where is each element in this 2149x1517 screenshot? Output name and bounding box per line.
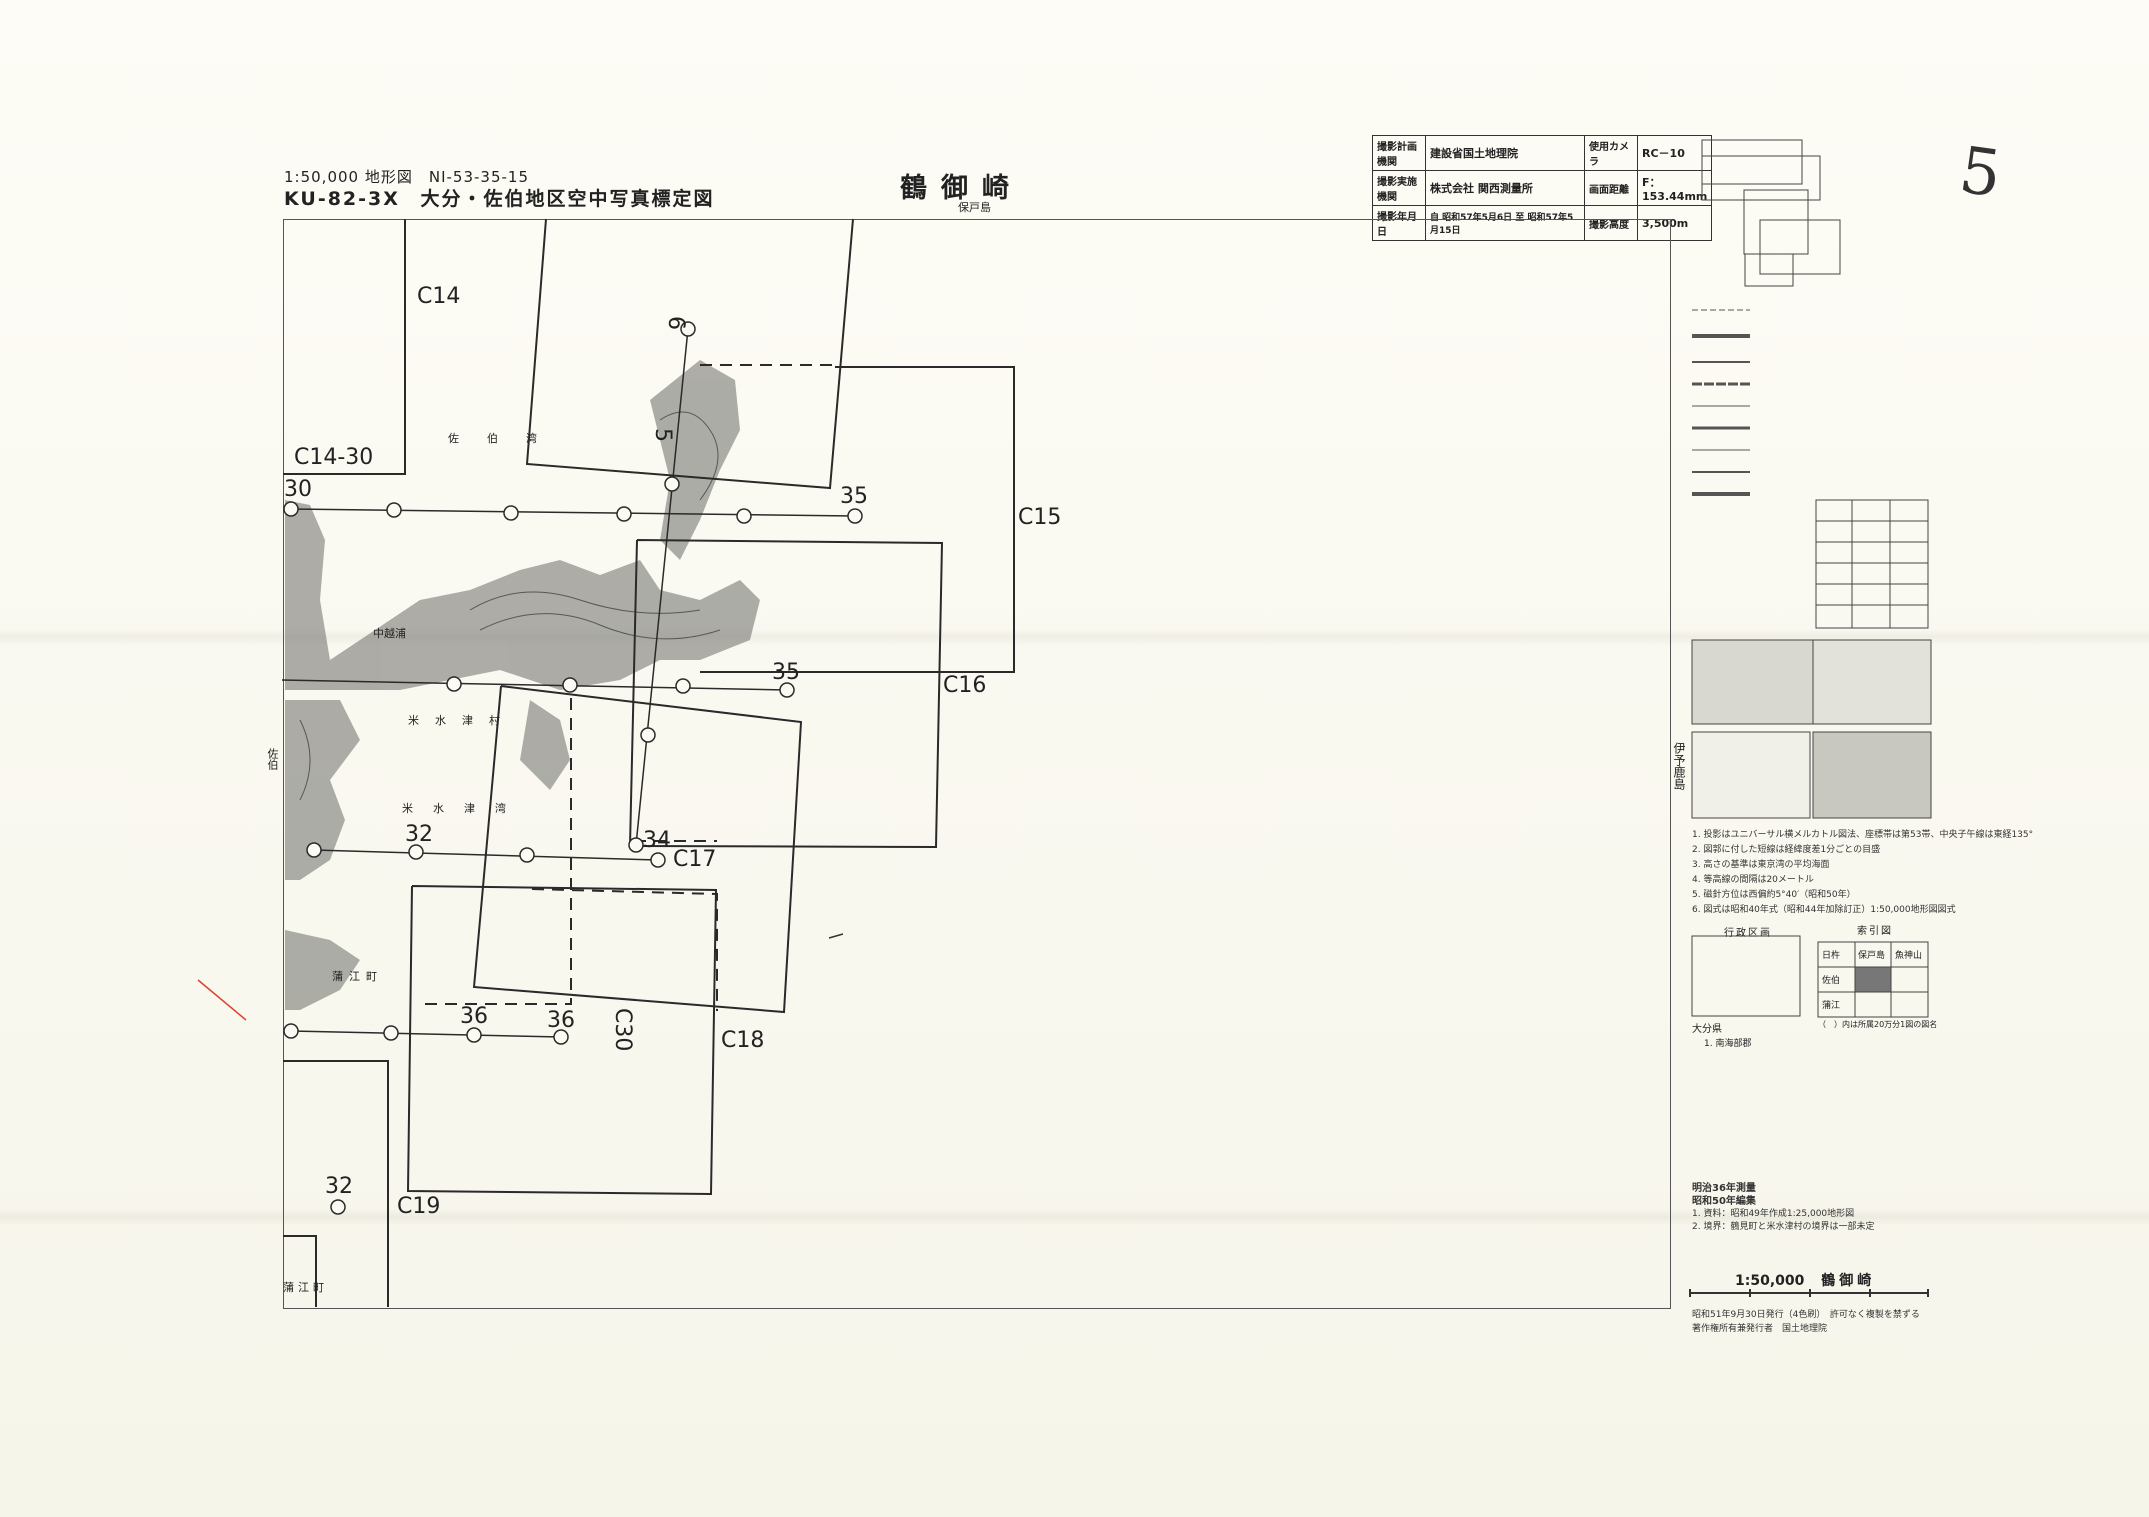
course-label-c14: C14	[417, 284, 461, 309]
scale-sheet-name: 鶴御崎	[1821, 1273, 1876, 1289]
pen-mark	[828, 933, 844, 939]
course-label-c14-30: C14-30	[294, 445, 374, 470]
oita-sub: 1. 南海部郡	[1704, 1039, 1752, 1049]
course-label-c19: C19	[397, 1194, 441, 1219]
index-cell: 佐伯	[1822, 976, 1841, 986]
survey-line: 昭和50年編集	[1692, 1196, 1756, 1207]
course-label-c30: C30	[610, 1008, 635, 1052]
publication-info: 昭和51年9月30日発行（4色刷） 許可なく複製を禁ずる 著作権所有兼発行者 国…	[1692, 1308, 1920, 1336]
note: 6. 図式は昭和40年式（昭和44年加除訂正）1:50,000地形図図式	[1692, 905, 1956, 915]
photo-footprints	[283, 218, 1015, 1307]
photo-number: 30	[284, 477, 312, 502]
index-cell: 魚神山	[1895, 951, 1923, 961]
flight-lines	[281, 328, 856, 1038]
map-title: 鶴御崎	[900, 173, 1023, 204]
scale-label: 1:50,000 鶴御崎	[1735, 1270, 1875, 1290]
land-mass	[285, 360, 760, 1010]
photo-number: 35	[772, 660, 800, 685]
map-notes: 1. 投影はユニバーサル横メルカトル図法、座標帯は第53帯、中央子午線は東経13…	[1692, 828, 2033, 918]
area-title: 大分・佐伯地区空中写真標定図	[420, 188, 715, 210]
note: 1. 投影はユニバーサル横メルカトル図法、座標帯は第53帯、中央子午線は東経13…	[1692, 830, 2034, 840]
example-panels	[1691, 639, 1932, 819]
survey-info: 明治36年測量 昭和50年編集 1. 資料：昭和49年作成1:25,000地形図…	[1692, 1182, 1874, 1234]
legend-symbols	[1692, 309, 1750, 496]
place-saeki-wan: 佐伯湾	[448, 432, 565, 445]
place-nakakoshi: 中越浦	[373, 627, 406, 640]
place-yonouzu: 米水津村	[408, 714, 516, 727]
place-kamae-2: 蒲江町	[283, 1281, 328, 1294]
index-cell: 蒲江	[1822, 1001, 1841, 1011]
info-value: RC－10	[1636, 135, 1713, 171]
scale-ratio: 1:50,000	[1735, 1273, 1805, 1289]
note: 4. 等高線の間隔は20メートル	[1692, 875, 1814, 885]
course-label-c17: C17	[673, 847, 717, 872]
photo-number: 36	[460, 1004, 488, 1029]
index-note: （ ）内は所属20万分1図の図名	[1818, 1020, 1938, 1029]
photo-number: 6	[663, 316, 688, 330]
info-value: 3,500m	[1636, 205, 1713, 241]
course-label-c18: C18	[721, 1028, 765, 1053]
admin-index-boxes	[1691, 935, 1929, 1018]
course-label-c16: C16	[943, 673, 987, 698]
photo-info-table: 撮影計画機関 建設省国土地理院 使用カメラ RC－10 撮影実施機関 株式会社 …	[1372, 135, 1713, 241]
contour-lines	[299, 411, 721, 801]
legend-table	[1815, 499, 1929, 629]
index-title: 索引図	[1857, 926, 1893, 937]
oita-label: 大分県	[1692, 1024, 1722, 1035]
adjacent-grid	[1701, 139, 1841, 287]
publication-line: 著作権所有兼発行者 国土地理院	[1692, 1324, 1828, 1334]
photo-centers	[283, 321, 863, 1215]
survey-note: 1. 資料：昭和49年作成1:25,000地形図	[1692, 1209, 1855, 1219]
photo-number: 34	[643, 828, 671, 853]
place-iyo: 伊予鹿島	[1672, 742, 1686, 790]
place-saeki: 佐伯	[266, 748, 279, 770]
fold-line	[0, 1208, 2149, 1226]
photo-number: 32	[405, 822, 433, 847]
index-cell: 保戸島	[1858, 951, 1886, 961]
photo-number: 32	[325, 1174, 353, 1199]
index-cell: 日杵	[1822, 951, 1841, 961]
place-yonouzu-wan: 米水津湾	[402, 802, 526, 815]
info-value: F：153.44mm	[1636, 170, 1713, 206]
note: 3. 高さの基準は東京湾の平均海面	[1692, 860, 1830, 870]
dashed-footprints	[420, 364, 943, 1011]
place-kamae: 蒲江町	[332, 970, 383, 983]
info-key: 撮影高度	[1584, 205, 1638, 241]
note: 2. 図郭に付した短線は経緯度差1分ごとの目盛	[1692, 845, 1881, 855]
sheet-code: KU-82-3X	[284, 188, 400, 210]
info-value: 株式会社 関西測量所	[1425, 170, 1585, 206]
map-frame	[283, 219, 1671, 1309]
adjacent-sheet-label: 保戸島	[958, 201, 991, 214]
info-value: 自 昭和57年5月6日 至 昭和57年5月15日	[1425, 205, 1585, 241]
header-title: KU-82-3X 大分・佐伯地区空中写真標定図	[284, 184, 715, 211]
red-mark	[197, 979, 247, 1021]
note: 5. 磁針方位は西偏約5°40′（昭和50年）	[1692, 890, 1856, 900]
photo-number: 35	[840, 484, 868, 509]
photo-number: 36	[547, 1008, 575, 1033]
series-label: 1:50,000 地形図 NI-53-35-15	[284, 168, 529, 186]
scale-bar	[1689, 1289, 1929, 1297]
publication-line: 昭和51年9月30日発行（4色刷） 許可なく複製を禁ずる	[1692, 1310, 1920, 1320]
survey-line: 明治36年測量	[1692, 1183, 1756, 1194]
survey-note: 2. 境界：鶴見町と米水津村の境界は一部未定	[1692, 1222, 1875, 1232]
photo-number: 5	[650, 428, 675, 442]
info-key: 撮影年月日	[1372, 205, 1426, 241]
course-label-c15: C15	[1018, 505, 1062, 530]
info-key: 使用カメラ	[1584, 135, 1638, 171]
admin-title: 行政区画	[1724, 928, 1772, 939]
